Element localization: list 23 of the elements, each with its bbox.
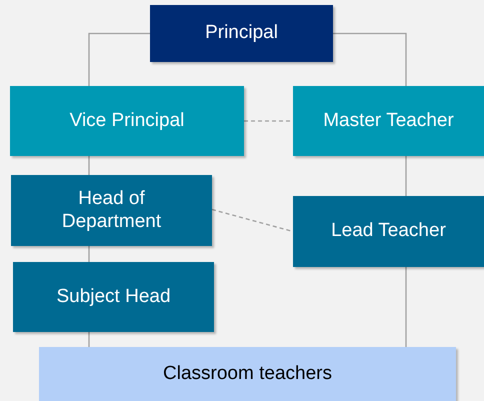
org-box	[13, 262, 214, 332]
role-label: Master Teacher	[322, 110, 455, 132]
role-label: Lead Teacher	[330, 220, 447, 243]
connector-line	[88, 246, 90, 262]
connector-line	[88, 332, 90, 347]
connector-line	[333, 32, 407, 86]
org-box	[10, 86, 244, 156]
role-label: Vice Principal	[68, 110, 186, 132]
dashed-connector	[212, 208, 294, 232]
role-label: Subject Head	[55, 286, 172, 308]
org-box	[39, 347, 456, 401]
role-label: Principal	[204, 22, 279, 45]
role-label: Classroom teachers	[162, 362, 333, 386]
connector-line	[405, 156, 407, 196]
org-box	[293, 196, 484, 267]
org-box	[150, 5, 333, 62]
dashed-connector	[244, 120, 293, 122]
connector-line	[88, 32, 150, 86]
role-label: Head of Department	[60, 188, 162, 234]
connector-line	[405, 267, 407, 347]
connector-line	[88, 156, 90, 175]
org-box	[293, 86, 484, 156]
org-box	[11, 175, 212, 246]
